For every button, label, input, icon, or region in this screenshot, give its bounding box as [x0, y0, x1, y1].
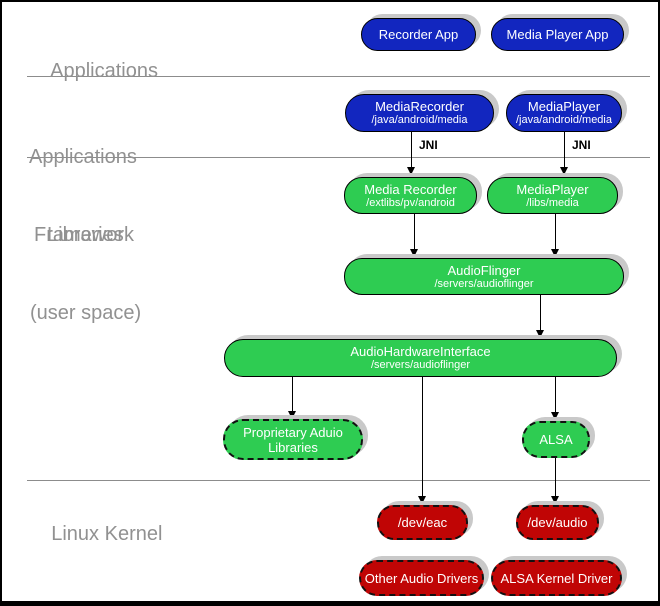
node-recorder-app: Recorder App — [361, 18, 476, 51]
edge-mediarecorder-audioflinger — [414, 214, 415, 251]
jni-label-right: JNI — [572, 138, 591, 152]
arrowhead-down-icon — [407, 167, 415, 175]
node-alsa: ALSA — [522, 421, 590, 458]
section-label-text: Linux Kernel — [51, 523, 163, 545]
node-title: MediaPlayer — [516, 181, 589, 197]
node-dev-eac: /dev/eac — [377, 505, 468, 540]
edge-ahi-proprietary — [292, 377, 293, 413]
node-title: Media Player App — [506, 27, 609, 42]
node-mediaplayer-framework: MediaPlayer /java/android/media — [506, 94, 622, 132]
edge-mediaplayer-audioflinger — [555, 214, 556, 251]
node-mediaplayer-lib: MediaPlayer /libs/media — [487, 177, 618, 214]
node-media-player-app: Media Player App — [491, 18, 624, 51]
node-title: Other Audio Drivers — [364, 570, 479, 586]
node-media-recorder-lib: Media Recorder /extlibs/pv/android — [344, 177, 477, 214]
node-subtitle: /java/android/media — [515, 114, 612, 126]
node-title: MediaPlayer — [527, 99, 601, 114]
section-label-linux-kernel: Linux Kernel — [29, 495, 162, 573]
section-label-text: Framework — [34, 224, 135, 246]
node-mediarecorder-framework: MediaRecorder /java/android/media — [345, 94, 494, 132]
section-label-text: Applications — [50, 60, 158, 82]
arrowhead-down-icon — [551, 249, 559, 257]
node-subtitle: /extlibs/pv/android — [366, 196, 455, 209]
node-title: /dev/audio — [527, 515, 588, 530]
node-title: AudioFlinger — [447, 262, 521, 278]
separator-applications-framework — [27, 76, 650, 77]
arrowhead-down-icon — [418, 496, 426, 504]
edge-ahi-alsa — [555, 377, 556, 414]
node-title: Media Recorder — [364, 181, 457, 197]
node-title: ALSA Kernel Driver — [500, 570, 613, 586]
section-label-text: Applications — [29, 146, 137, 168]
separator-framework-libraries — [27, 157, 650, 158]
jni-label-text: JNI — [419, 138, 438, 152]
node-subtitle: /servers/audioflinger — [434, 277, 534, 290]
node-title: Recorder App — [378, 27, 459, 42]
node-title: MediaRecorder — [375, 99, 464, 114]
arrowhead-down-icon — [536, 330, 544, 338]
edge-alsa-dev-audio — [555, 458, 556, 498]
arrowhead-down-icon — [551, 412, 559, 420]
edge-audioflinger-ahi — [540, 295, 541, 332]
node-subtitle: /servers/audioflinger — [370, 359, 471, 371]
jni-label-text: JNI — [572, 138, 591, 152]
section-label-applications: Applications — [29, 32, 158, 110]
node-alsa-kernel-driver: ALSA Kernel Driver — [491, 560, 622, 596]
node-title: ALSA — [539, 432, 573, 447]
arrowhead-down-icon — [288, 411, 296, 419]
arrowhead-down-icon — [560, 167, 568, 175]
arrowhead-down-icon — [410, 249, 418, 257]
arrowhead-down-icon — [551, 496, 559, 504]
jni-label-left: JNI — [419, 138, 438, 152]
node-audioflinger: AudioFlinger /servers/audioflinger — [344, 258, 624, 295]
edge-mediaplayer-jni — [564, 132, 565, 169]
section-label-libraries: Libraries (user space) — [30, 170, 141, 378]
separator-libraries-kernel — [27, 480, 650, 481]
node-subtitle: /java/android/media — [371, 114, 468, 126]
node-proprietary-audio-libraries: Proprietary Aduio Libraries — [223, 419, 363, 460]
node-dev-audio: /dev/audio — [516, 505, 599, 540]
section-label-text: Libraries — [47, 224, 124, 246]
node-other-audio-drivers: Other Audio Drivers — [359, 560, 484, 596]
edge-ahi-dev-eac — [422, 377, 423, 498]
node-subtitle: /libs/media — [526, 196, 579, 209]
node-title: /dev/eac — [397, 515, 448, 530]
section-label-applications-framework: Applications Framework — [29, 92, 137, 300]
section-label-text: (user space) — [30, 302, 142, 324]
node-audiohardwareinterface: AudioHardwareInterface /servers/audiofli… — [224, 339, 617, 377]
edge-mediarecorder-jni — [411, 132, 412, 169]
node-title: AudioHardwareInterface — [350, 344, 491, 359]
node-title: Proprietary Aduio Libraries — [243, 424, 343, 455]
